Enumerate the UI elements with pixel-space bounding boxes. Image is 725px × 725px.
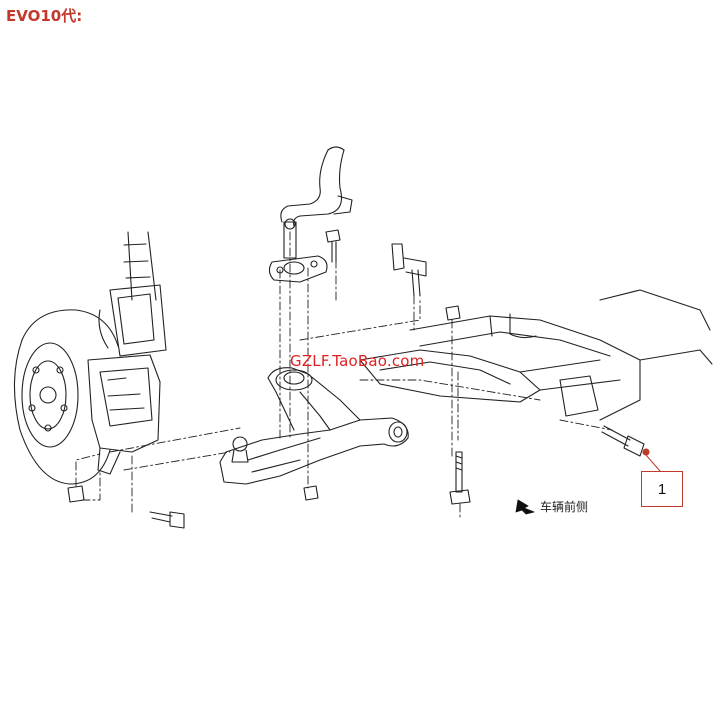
link-bolt bbox=[325, 229, 341, 263]
ball-joint bbox=[231, 436, 249, 463]
lower-control-arm bbox=[219, 367, 409, 485]
vehicle-front-label: 车辆前侧 bbox=[540, 500, 589, 514]
watermark-text: GZLF.TaoBao.com bbox=[290, 352, 425, 370]
steering-knuckle bbox=[87, 354, 161, 475]
knuckle-nut bbox=[67, 485, 85, 503]
strut-assembly bbox=[98, 231, 167, 357]
center-bolt bbox=[449, 451, 471, 505]
stabilizer-link bbox=[268, 218, 328, 283]
arrow-right-icon bbox=[515, 499, 535, 515]
brake-rotor bbox=[13, 309, 119, 485]
page-title: EVO10代: bbox=[6, 7, 83, 25]
subframe-nut bbox=[445, 305, 461, 321]
callout-number: 1 bbox=[657, 480, 667, 498]
bushing-bracket bbox=[391, 243, 427, 297]
callout-leader bbox=[645, 454, 661, 472]
subframe-bolt bbox=[601, 425, 650, 457]
knuckle-bolt bbox=[149, 511, 185, 529]
assembly-guidelines bbox=[75, 231, 613, 521]
arm-nut bbox=[303, 485, 319, 501]
stabilizer-bar bbox=[280, 146, 353, 227]
subframe bbox=[359, 289, 713, 421]
callout-box: 1 bbox=[641, 471, 683, 507]
